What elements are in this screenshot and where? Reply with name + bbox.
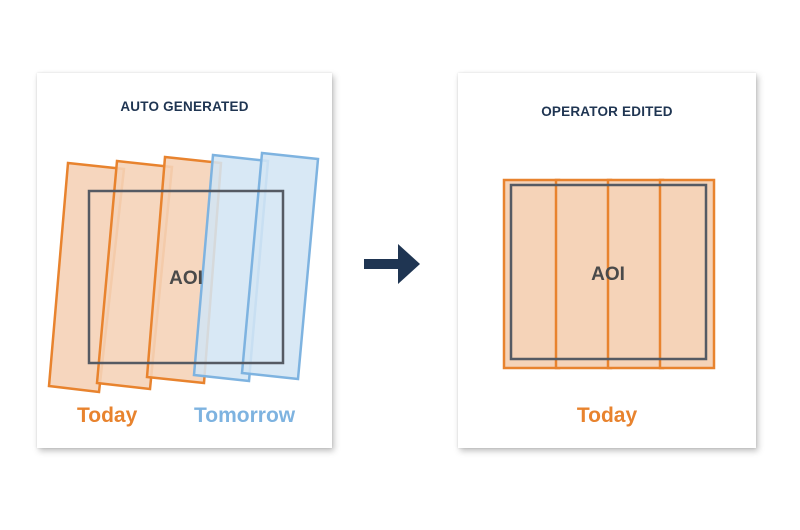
panel-title: AUTO GENERATED — [120, 99, 249, 114]
today-strip-2 — [554, 178, 613, 370]
aoi-label: AOI — [591, 264, 625, 285]
auto-generated-strips: AOI — [47, 151, 320, 394]
aoi-rectangle — [87, 189, 285, 365]
auto-generated-panel: AUTO GENERATED AOI Today Tomorrow — [37, 73, 332, 448]
legend-tomorrow: Tomorrow — [194, 404, 296, 427]
operator-edited-strips: AOI — [502, 178, 716, 370]
legend-today: Today — [77, 404, 138, 427]
aoi-rectangle — [509, 183, 708, 361]
right-arrow-icon — [362, 240, 422, 288]
tomorrow-strip-2 — [240, 151, 320, 381]
operator-edited-panel: OPERATOR EDITED AOI Today — [458, 73, 756, 448]
panel-title: OPERATOR EDITED — [541, 104, 673, 119]
aoi-label: AOI — [169, 268, 203, 289]
legend-today: Today — [576, 404, 638, 427]
